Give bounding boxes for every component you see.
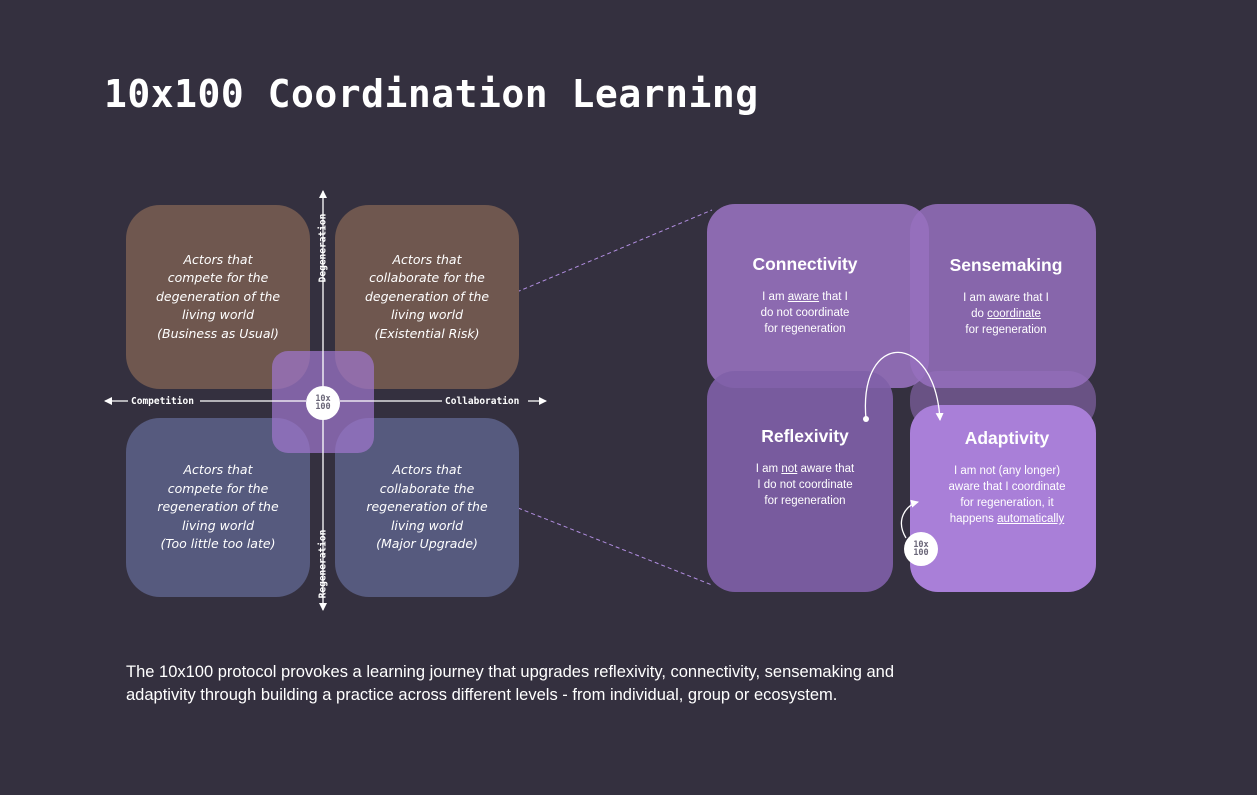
text: I am aware that I: [963, 292, 1049, 304]
quadrant-text-line: living world: [181, 517, 255, 533]
text: aware that: [797, 463, 855, 475]
page-title: 10x100 Coordination Learning: [104, 72, 759, 116]
quadrant-text-line: compete for the: [167, 270, 269, 286]
text: that I: [819, 291, 848, 303]
text: for regeneration: [764, 495, 846, 507]
caption-line: adaptivity through building a practice a…: [126, 686, 838, 704]
text: happens: [949, 513, 998, 525]
axis-label-competition: Competition: [131, 396, 194, 407]
stage-title: Sensemaking: [949, 255, 1063, 275]
text: for regeneration, it: [960, 497, 1054, 509]
stage-description: I am not (any longer) aware that I coord…: [942, 463, 1072, 527]
text: I do not coordinate: [757, 479, 853, 491]
text: for regeneration: [965, 324, 1047, 336]
text: for regeneration: [764, 323, 846, 335]
text: do: [971, 308, 988, 320]
quadrant-text-line: living world: [181, 307, 255, 323]
quadrant-text-line: regeneration of the: [366, 499, 488, 515]
quadrant-text-line: (Major Upgrade): [376, 536, 478, 552]
quadrant-text-line: degeneration of the: [155, 288, 281, 304]
caption: The 10x100 protocol provokes a learning …: [126, 661, 1026, 707]
quadrant-text-line: living world: [390, 517, 464, 533]
quadrant-text-line: (Existential Risk): [374, 325, 480, 341]
arc-arrow-reflexivity-to-adaptivity: [864, 351, 944, 421]
emphasis: not: [781, 463, 798, 475]
quadrant-text-line: living world: [390, 307, 464, 323]
quadrant-text-line: (Business as Usual): [157, 325, 279, 341]
stage-connectivity: Connectivity I am aware that I do not co…: [745, 254, 865, 337]
10x100-logo-icon: 10x 100: [306, 386, 340, 420]
quadrant-compete-degeneration: Actors that compete for the degeneration…: [126, 205, 310, 389]
quadrant-text-line: Actors that: [392, 251, 462, 267]
loop-arrow-adaptivity: [900, 499, 919, 539]
stage-sensemaking: Sensemaking I am aware that I do coordin…: [946, 255, 1066, 338]
stage-sensemaking-box: [910, 204, 1096, 388]
stage-description: I am aware that I do coordinate for rege…: [946, 290, 1066, 338]
quadrant-text-line: regeneration of the: [157, 499, 279, 515]
emphasis: coordinate: [987, 308, 1041, 320]
text: aware that I coordinate: [948, 481, 1066, 493]
text: I am: [762, 291, 788, 303]
emphasis: automatically: [997, 513, 1065, 525]
quadrant-text-line: Actors that: [183, 251, 253, 267]
stage-title: Reflexivity: [761, 426, 849, 446]
stage-adaptivity-box: [910, 405, 1096, 592]
quadrant-text-line: collaborate for the: [369, 270, 485, 286]
quadrant-text-line: collaborate the: [379, 480, 475, 496]
stage-adaptivity: Adaptivity I am not (any longer) aware t…: [942, 428, 1072, 527]
quadrant-text-line: compete for the: [167, 480, 269, 496]
arc-start-dot: [863, 416, 869, 422]
emphasis: aware: [787, 291, 820, 303]
stage-title: Adaptivity: [964, 428, 1050, 448]
stage-reflexivity-box: [707, 371, 893, 592]
quadrant-text-line: Actors that: [183, 462, 253, 478]
quadrant-text-line: Actors that: [392, 462, 462, 478]
text: I am: [755, 463, 782, 475]
quadrant-text-line: degeneration of the: [364, 288, 490, 304]
stage-description: I am not aware that I do not coordinate …: [749, 461, 861, 509]
text: do not coordinate: [760, 307, 850, 319]
quadrant-text-line: (Too little too late): [160, 536, 276, 552]
text: I am not (any longer): [953, 465, 1061, 477]
logo-line: 10x: [315, 394, 331, 404]
logo-line: 100: [913, 548, 929, 558]
stage-reflexivity: Reflexivity I am not aware that I do not…: [749, 426, 861, 509]
stage-title: Connectivity: [752, 254, 858, 274]
10x100-logo-icon: 10x 100: [904, 532, 938, 566]
caption-line: The 10x100 protocol provokes a learning …: [126, 663, 894, 681]
logo-line: 10x: [913, 540, 929, 550]
stage-description: I am aware that I do not coordinate for …: [745, 289, 865, 337]
axis-label-collaboration: Collaboration: [445, 396, 520, 407]
stage-connectivity-box: [707, 204, 929, 388]
logo-line: 100: [315, 402, 331, 412]
